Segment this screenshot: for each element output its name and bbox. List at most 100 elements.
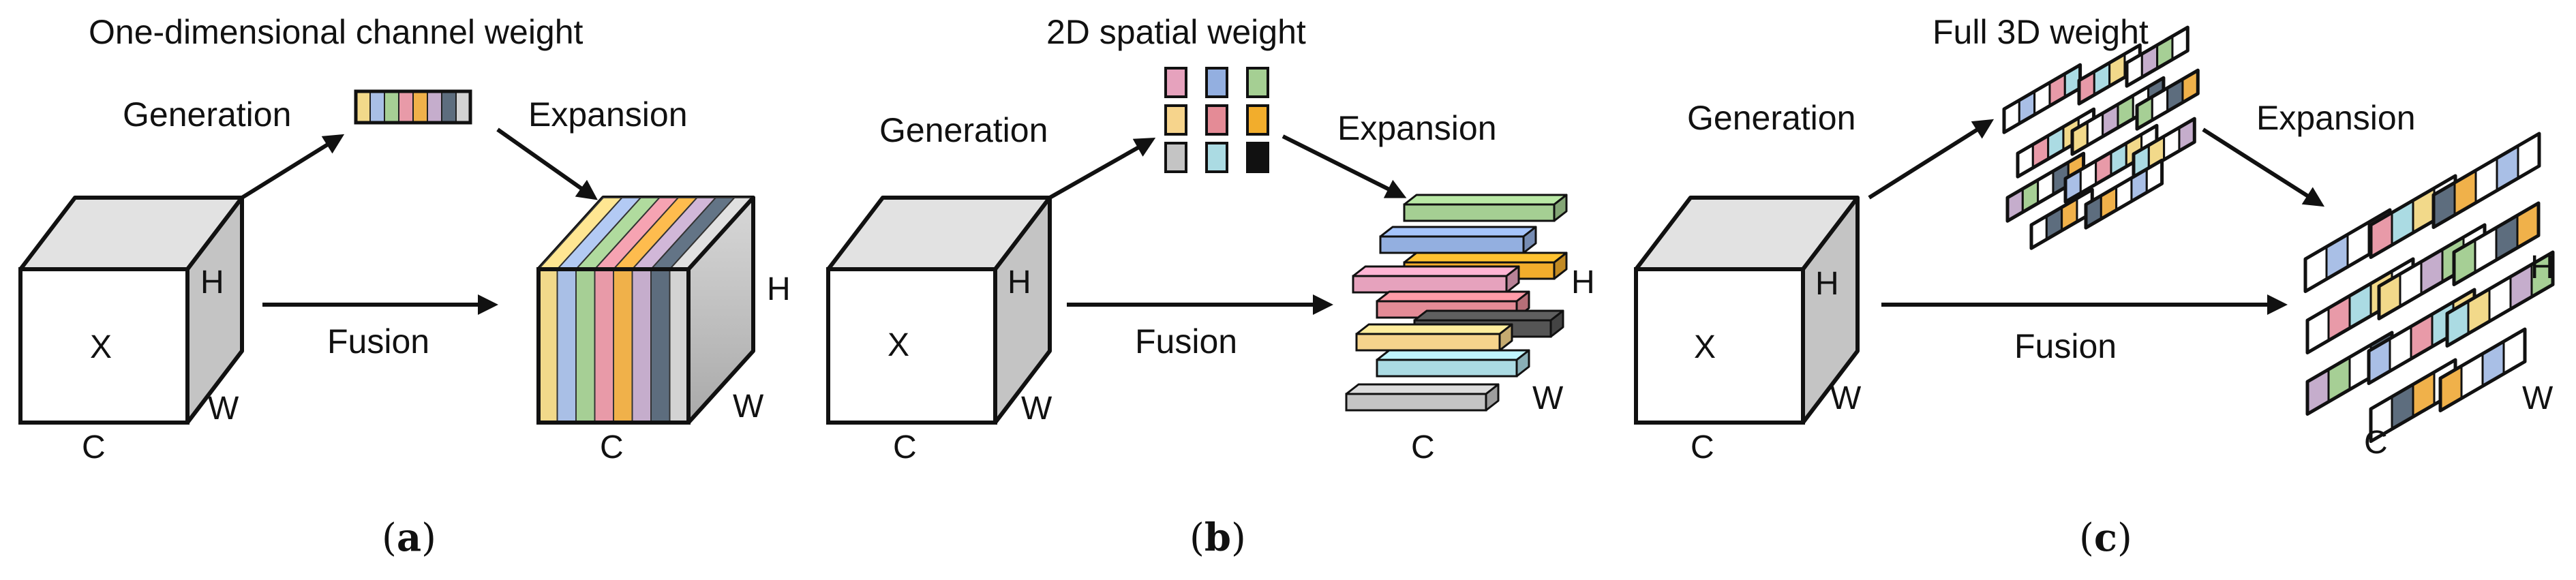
weight-slice-top [1413,309,1564,322]
weight-slice-top [1376,290,1530,303]
weight-slice-front [1403,203,1556,222]
panel-a-input-cube [18,196,244,425]
panel-c: Full 3D weight X H W C Generation Expans… [1634,13,2555,560]
panel-b-result-h-label: H [1571,264,1595,301]
panel-c-generation-label: Generation [1687,99,1855,137]
block-front-stripe [613,269,633,423]
panel-c-result-w-label: W [2522,380,2554,416]
panel-b-result-w-label: W [1532,380,1564,416]
panel-b-caption-letter: b [1204,515,1231,560]
spatial-weight-cell [1246,142,1269,173]
panel-c-cube-h-label: H [1815,266,1839,302]
weight-slice-top [1379,226,1537,238]
panel-b: 2D spatial weight X H W C Generation Exp… [826,13,1595,560]
panel-a-caption: (a) [382,515,436,560]
weight-strip-outline [2132,117,2196,179]
panel-c-result-h-label: H [2530,249,2554,286]
spatial-weight-cell [1164,104,1187,136]
channel-weight-outline [354,89,472,125]
panel-b-result-c-label: C [1411,429,1435,465]
panel-b-cube-w-label: W [1021,391,1052,427]
panel-b-generation-label: Generation [879,111,1048,149]
panel-c-caption: (c) [2079,515,2132,560]
spatial-weight-cell [1164,67,1187,98]
weight-strip-outline [2445,250,2555,348]
panel-a-result-c-label: C [600,429,624,465]
panel-c-generation-arrow [1868,119,1995,200]
panel-b-spatial-weight-grid [1164,67,1269,173]
panel-a-channel-weight-vector [354,89,472,125]
weight-strip-outline [2431,132,2541,229]
panel-b-fusion-label: Fusion [1135,322,1237,361]
panel-c-cube-w-label: W [1830,380,1862,416]
channel-weight-cell [455,91,471,123]
panel-a-title: One-dimensional channel weight [89,13,584,51]
weight-slice-top [1355,323,1513,335]
spatial-weight-cell [1164,142,1187,173]
panel-a-expanded-weight-block [536,196,755,425]
spatial-weight-cell [1205,104,1228,136]
panel-b-cube-c-label: C [893,429,917,465]
weight-slice-top [1352,265,1520,277]
block-front-outline [536,267,691,425]
block-front-stripe [538,269,558,423]
panel-b-generation-arrow [1048,138,1156,200]
panel-a-cube-c-label: C [82,429,106,465]
panel-a: One-dimensional channel weight X H W C G… [18,13,791,560]
weight-slice-top [1376,349,1530,361]
weight-slice-top [1403,251,1568,264]
panel-c-full-3d-weight [2002,25,2200,250]
weight-strip-outline [2438,327,2527,412]
panel-a-cube-w-label: W [208,391,239,427]
channel-weight-cell [369,91,385,123]
spatial-weight-cell [1205,142,1228,173]
panel-c-result-c-label: C [2364,425,2388,461]
panel-a-caption-letter: a [397,515,421,560]
weight-strip-outline [2084,158,2164,230]
weight-slice-front [1355,333,1501,352]
channel-weight-cell [427,91,442,123]
weight-slice-top [1345,383,1500,395]
panel-c-cube-x-label: X [1694,329,1716,365]
panel-b-expanded-weight-slices [1345,194,1568,412]
block-front-stripe [556,269,577,423]
weight-slice-front [1345,393,1487,412]
panel-b-caption: (b) [1189,515,1246,560]
panel-a-fusion-label: Fusion [327,322,429,361]
panel-b-cube-x-label: X [888,327,909,363]
block-front-stripe [575,269,596,423]
weight-strip-outline [2135,68,2200,131]
panel-c-expansion-arrow [2202,127,2325,207]
panel-a-expansion-label: Expansion [528,95,688,134]
panel-c-cube-c-label: C [1691,429,1714,465]
weight-slice-front [1376,358,1518,378]
weight-slice-front [1379,235,1525,254]
spatial-weight-cell [1246,104,1269,136]
panel-c-expanded-3d-weight [2303,132,2555,443]
panel-c-expansion-label: Expansion [2256,99,2416,137]
weight-slice-front [1352,275,1508,294]
panel-b-cube-h-label: H [1007,264,1031,301]
block-front-stripe [631,269,652,423]
weight-strip-outline [2452,201,2541,286]
weight-strip-outline [2125,25,2189,88]
panel-a-generation-arrow [241,134,345,200]
channel-weight-cell [412,91,428,123]
channel-weight-cell [355,91,371,123]
block-front-stripe [669,269,689,423]
panel-b-title: 2D spatial weight [1046,13,1306,51]
spatial-weight-cell [1246,67,1269,98]
panel-a-result-h-label: H [767,271,791,307]
panel-c-caption-letter: c [2094,515,2117,560]
panel-c-fusion-label: Fusion [2014,327,2117,365]
panel-b-expansion-arrow [1282,134,1407,198]
spatial-weight-cell [1205,67,1228,98]
panel-a-result-w-label: W [733,388,764,425]
block-front-stripe [650,269,671,423]
panel-a-cube-x-label: X [90,329,112,365]
channel-weight-cell [398,91,414,123]
weight-slice-top [1403,194,1568,206]
panel-a-expansion-arrow [496,127,598,200]
panel-b-expansion-label: Expansion [1337,109,1497,147]
